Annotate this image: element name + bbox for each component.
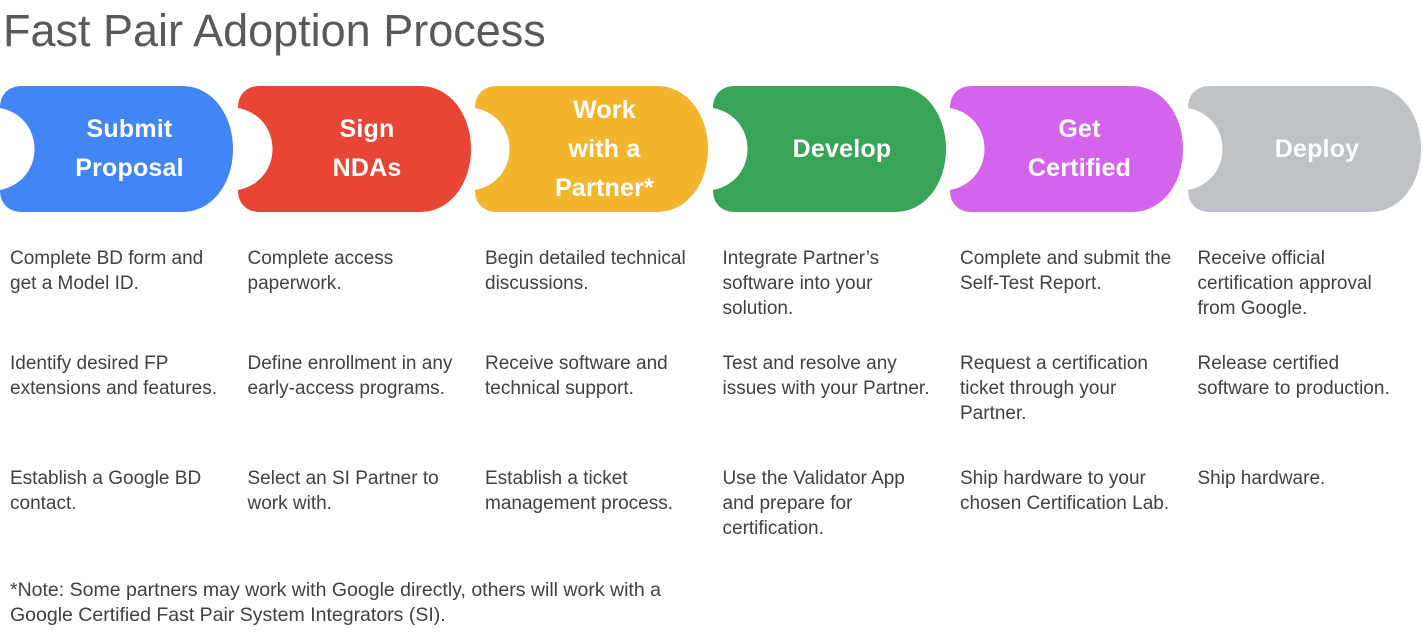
step-label: Submit Proposal xyxy=(75,115,184,182)
page-title: Fast Pair Adoption Process xyxy=(3,5,546,56)
step-detail: Request a certification ticket through y… xyxy=(960,353,1148,424)
step-detail: Integrate Partner’s software into your s… xyxy=(722,248,880,319)
chevron-pill-icon xyxy=(475,86,708,212)
chevron-pill-icon xyxy=(237,86,471,212)
step-shape-sign-ndas: Sign NDAs xyxy=(237,86,471,212)
chevron-pill-icon xyxy=(1187,86,1421,212)
step-detail: Complete and submit the Self-Test Report… xyxy=(960,248,1172,294)
footnote: *Note: Some partners may work with Googl… xyxy=(10,579,661,626)
step-detail: Receive software and technical support. xyxy=(485,353,668,399)
step-shape-get-certified: Get Certified xyxy=(950,86,1183,212)
step-detail: Establish a Google BD contact. xyxy=(10,468,202,514)
step-detail: Select an SI Partner to work with. xyxy=(247,468,439,514)
step-detail: Complete access paperwork. xyxy=(247,248,394,294)
step-detail: Complete BD form and get a Model ID. xyxy=(10,248,204,294)
step-detail: Ship hardware. xyxy=(1197,468,1326,489)
step-detail: Receive official certification approval … xyxy=(1197,248,1372,319)
step-detail: Use the Validator App and prepare for ce… xyxy=(722,468,905,539)
chevron-pill-icon xyxy=(712,86,946,212)
step-label: Sign NDAs xyxy=(332,115,402,182)
step-label: Work with a Partner* xyxy=(555,95,654,202)
step-detail: Ship hardware to your chosen Certificati… xyxy=(960,468,1170,514)
step-detail: Identify desired FP extensions and featu… xyxy=(10,353,218,399)
chevron-pill-icon xyxy=(950,86,1183,212)
step-label: Get Certified xyxy=(1027,115,1132,182)
step-detail: Define enrollment in any early-access pr… xyxy=(247,353,453,399)
step-detail: Establish a ticket management process. xyxy=(485,468,673,514)
step-detail: Release certified software to production… xyxy=(1197,353,1390,399)
step-detail: Test and resolve any issues with your Pa… xyxy=(722,353,930,399)
step-shape-develop: Develop xyxy=(712,86,946,212)
step-shape-submit-proposal: Submit Proposal xyxy=(0,86,233,212)
step-detail: Begin detailed technical discussions. xyxy=(485,248,686,294)
process-steps-row: Submit Proposal Sign NDAs Work with a Pa… xyxy=(0,86,1423,212)
step-label: Develop xyxy=(792,134,892,163)
step-details-grid: Complete BD form and get a Model ID. Com… xyxy=(10,246,1423,541)
chevron-pill-icon xyxy=(0,86,233,212)
step-shape-deploy: Deploy xyxy=(1187,86,1421,212)
step-label: Deploy xyxy=(1274,134,1360,163)
step-shape-work-with-partner: Work with a Partner* xyxy=(475,86,708,212)
